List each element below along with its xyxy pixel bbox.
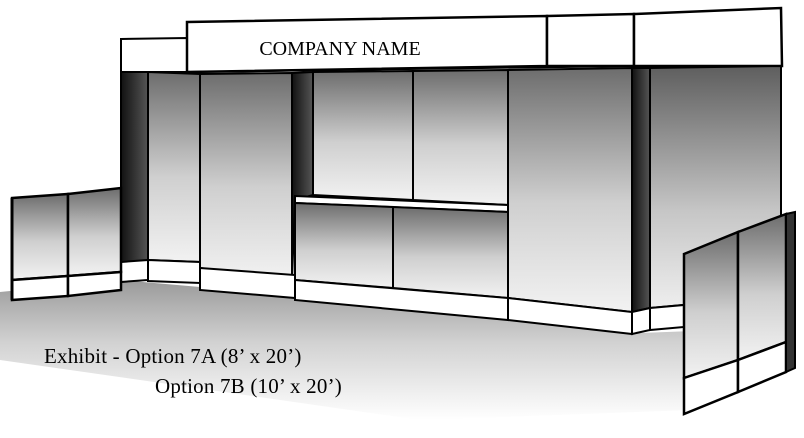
header-right-block-2 (632, 6, 784, 68)
left-side-wall-panel-2 (66, 186, 123, 278)
caption-line-1: Exhibit - Option 7A (8’ x 20’) (44, 344, 302, 368)
base-strip-1 (147, 258, 201, 285)
left-inner-post (120, 71, 149, 279)
back-panel-left (147, 70, 201, 264)
left-side-wall-panel-1 (10, 192, 70, 282)
base-strip-right-post (631, 306, 651, 336)
header-right-block-1 (545, 12, 636, 68)
left-side-base-1 (10, 274, 70, 302)
base-strip-left-post (120, 258, 149, 284)
right-side-end-cap (785, 210, 796, 374)
right-side-wall-panel-2 (736, 212, 788, 362)
counter-front-left (294, 201, 394, 290)
back-panel-2 (199, 71, 293, 282)
company-name-sign: COMPANY NAME (259, 38, 420, 60)
left-side-base-2 (66, 270, 123, 298)
booth-floor (0, 280, 720, 420)
caption-line-2: Option 7B (10’ x 20’) (155, 374, 342, 398)
back-panel-4 (507, 66, 633, 314)
counter-front-right (392, 205, 509, 300)
back-panel-window-right (412, 68, 509, 207)
right-corner-post (631, 67, 651, 314)
right-side-wall-panel-1 (682, 230, 740, 380)
base-strip-right (649, 303, 685, 332)
back-panel-window-left (312, 69, 414, 202)
header-left-block (120, 36, 188, 73)
